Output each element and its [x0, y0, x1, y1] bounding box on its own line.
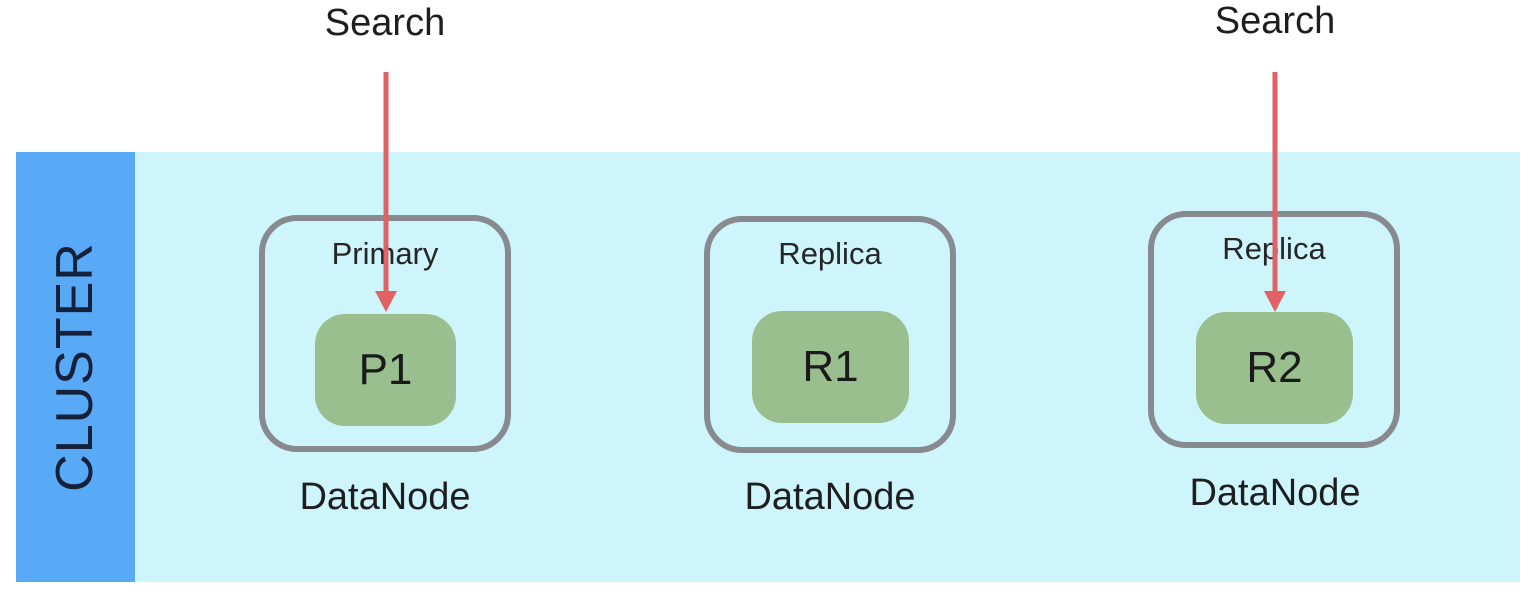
shard-r2: R2 [1196, 312, 1353, 424]
node-name-replica-r1: DataNode [744, 476, 916, 518]
shard-label-r2: R2 [1246, 343, 1303, 392]
node-role-replica-r2: Replica [1222, 231, 1326, 266]
shard-p1: P1 [315, 314, 456, 426]
node-role-primary: Primary [331, 236, 439, 271]
search-label-replica: Search [1214, 0, 1336, 42]
shard-label-r1: R1 [802, 342, 859, 391]
search-label-primary: Search [324, 2, 446, 44]
shard-r1: R1 [752, 311, 909, 423]
node-name-primary: DataNode [299, 476, 471, 518]
node-name-replica-r2: DataNode [1189, 472, 1361, 514]
cluster-label: CLUSTER [46, 242, 104, 492]
shard-label-p1: P1 [358, 345, 413, 394]
datanode-box-replica-r1 [704, 216, 956, 453]
node-role-replica-r1: Replica [778, 236, 882, 271]
cluster-sidebar [16, 152, 135, 582]
